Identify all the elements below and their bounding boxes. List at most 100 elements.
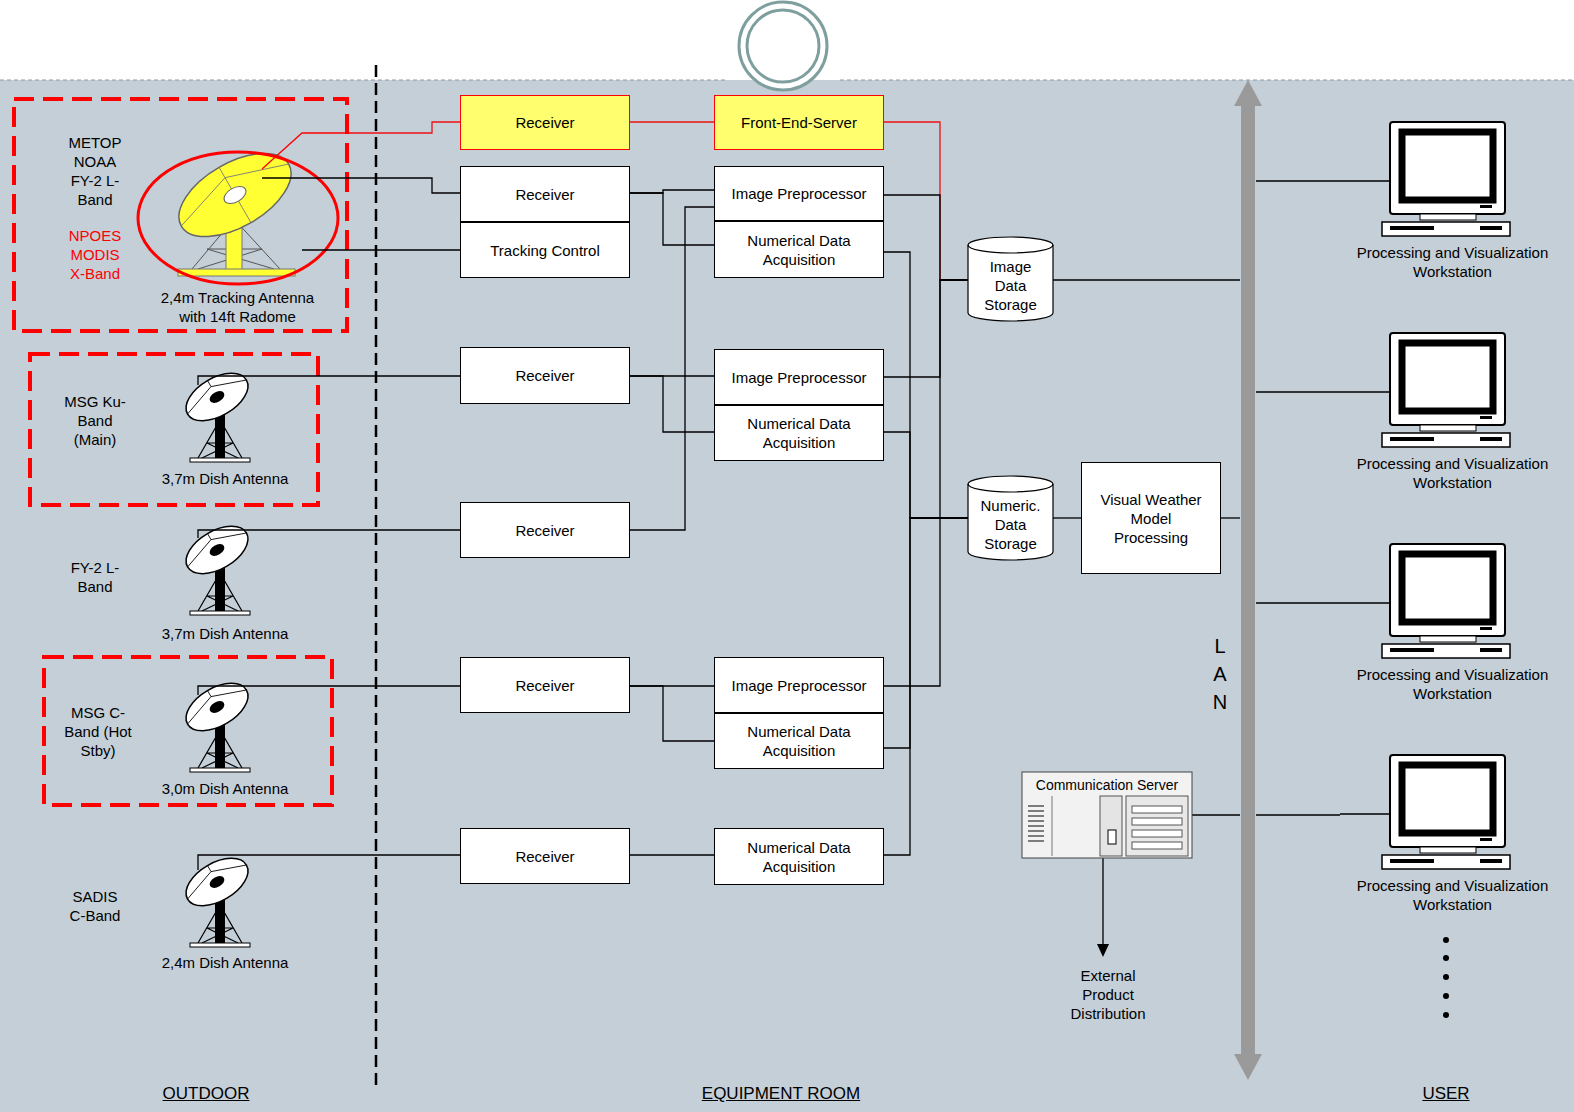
power-button [1480,416,1492,419]
keyboard-keys [1390,648,1434,652]
dish [178,517,256,584]
feed-wire [198,686,334,695]
node-label: Receiver [515,847,574,866]
connector-line [349,122,460,133]
process-box: Receiver [460,828,630,884]
connector-line [884,280,968,377]
dish [178,364,256,431]
feed-wire [198,376,320,385]
connector-line [884,432,968,518]
feed-wire [198,855,328,870]
feed-arm [165,136,304,253]
process-box: Numerical Data Acquisition [714,713,884,769]
header-ring [747,10,819,82]
feed-wire [302,249,349,250]
node-label: Numeric. Data Storage [978,496,1044,553]
connector-line [1256,602,1340,603]
process-box: Visual Weather Model Processing [1081,462,1221,574]
connector-line [630,193,714,245]
monitor-screen [1402,132,1493,200]
server-vent [1028,835,1044,837]
node-label: Receiver [515,366,574,385]
node-label: 3,7m Dish Antenna [140,469,310,488]
process-box: Numerical Data Acquisition [714,405,884,461]
feed-arm [178,849,246,899]
workstation: Processing and Visualization Workstation [1340,751,1565,911]
dish-feed [208,542,227,559]
connector-line [630,854,714,855]
group-outline [44,657,332,805]
distribution-arrow [1102,858,1103,945]
monitor-case [1390,333,1505,425]
node-label: FY-2 L-Band [63,558,127,596]
cylinder-rim [968,245,1053,253]
connector-line [328,854,460,855]
monitor-case [1390,755,1505,847]
keyboard [1382,855,1510,869]
zone-heading: USER [1396,1084,1496,1103]
header-rule [0,80,728,81]
antenna-group: METOP NOAA FY-2 L-BandNPOES MODIS X-Band… [12,97,349,333]
server-seam [1052,796,1053,856]
dish-feed [221,183,249,207]
lan-drop [1340,180,1390,181]
server-unit: Communication Server [1022,772,1192,858]
keyboard-keys [1480,437,1502,441]
lan-drop [1340,813,1390,814]
workstation: Processing and Visualization Workstation [1340,118,1565,278]
process-box: Image Preprocessor [714,349,884,405]
lan-drop [1340,391,1390,392]
arrow-head [1097,944,1109,957]
node-label: Image Data Storage [978,257,1044,314]
zone-divider [375,65,378,1085]
process-box: Front-End-Server [714,95,884,150]
cylinder-body [968,476,1053,560]
monitor-stand [1420,425,1476,431]
zone-heading: EQUIPMENT ROOM [671,1084,891,1103]
connector-line [884,195,968,280]
node-label: METOP NOAA FY-2 L-Band [63,133,127,209]
process-box: Receiver [460,95,630,150]
feed-arm [178,517,246,567]
node-label: Receiver [515,676,574,695]
dish-reflector [178,517,256,584]
node-label: Processing and Visualization Workstation [1340,665,1565,703]
monitor-screen [1402,554,1493,622]
antenna-base [178,269,295,276]
connector-line [1221,517,1240,518]
keyboard [1382,433,1510,447]
keyboard-keys [1480,648,1502,652]
node-label: 2,4m Dish Antenna [140,953,310,972]
drive-slot [1132,830,1182,837]
monitor-case [1390,122,1505,214]
feed-wire [198,530,328,538]
drive-slot [1132,806,1182,813]
keyboard-keys [1480,859,1502,863]
node-label: Numerical Data Acquisition [722,414,876,452]
monitor-screen [1402,343,1493,411]
server-panel [1100,796,1122,856]
lan-bus: LAN [1240,80,1256,1080]
dish [178,849,256,916]
node-label: Image Preprocessor [731,676,866,695]
node-label: Image Preprocessor [731,368,866,387]
keyboard-keys [1390,859,1434,863]
feed-arm [178,674,246,724]
process-box: Receiver [460,166,630,222]
node-label: Processing and Visualization Workstation [1340,876,1565,914]
server-vent [1028,825,1044,827]
continuation-dot [1443,1012,1449,1018]
keyboard-keys [1390,226,1434,230]
node-shape [1240,80,1256,1080]
header-rule [840,80,1574,81]
dish-feed [208,699,227,716]
lan-drop [1340,602,1390,603]
connector-line [1053,517,1081,518]
node-label: 2,4m Tracking Antenna with 14ft Radome [150,288,325,326]
monitor-stand [1420,847,1476,853]
antenna-base [190,458,250,462]
monitor-stand [1420,214,1476,220]
node-label: MSG Ku-Band (Main) [63,392,127,449]
drive-bay [1126,796,1188,856]
